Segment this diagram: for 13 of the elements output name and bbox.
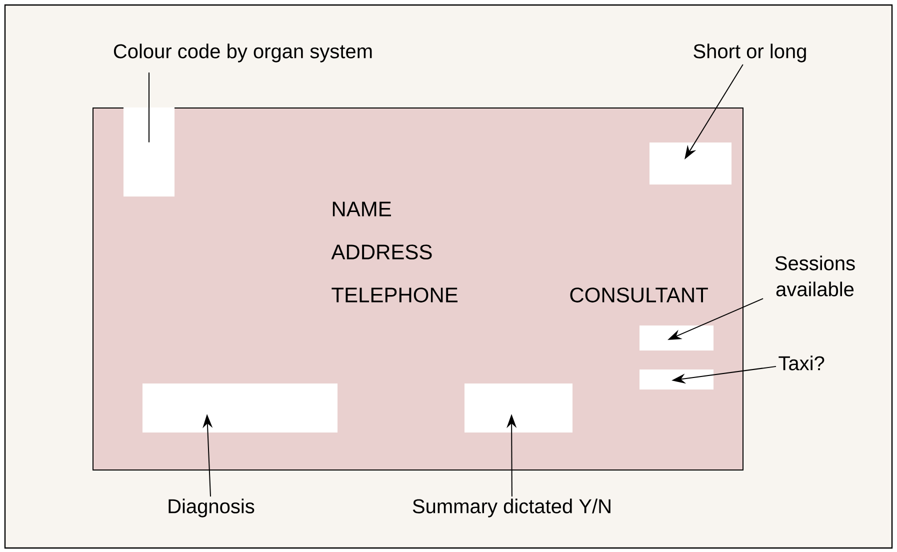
callout-label: Summary dictated Y/N [412,498,610,518]
blank-field [640,370,714,390]
blank-field [640,326,714,350]
blank-field [142,384,338,432]
callout-label: Sessions available [775,256,855,296]
blank-field [650,142,732,184]
blank-field [124,108,174,196]
callout-label: Short or long [694,44,806,62]
callout-label: Taxi? [778,356,824,370]
callout-label: Colour code by organ system [114,44,372,62]
blank-field [464,384,572,432]
callout-label: Diagnosis [168,498,254,518]
leader-line [148,72,150,143]
